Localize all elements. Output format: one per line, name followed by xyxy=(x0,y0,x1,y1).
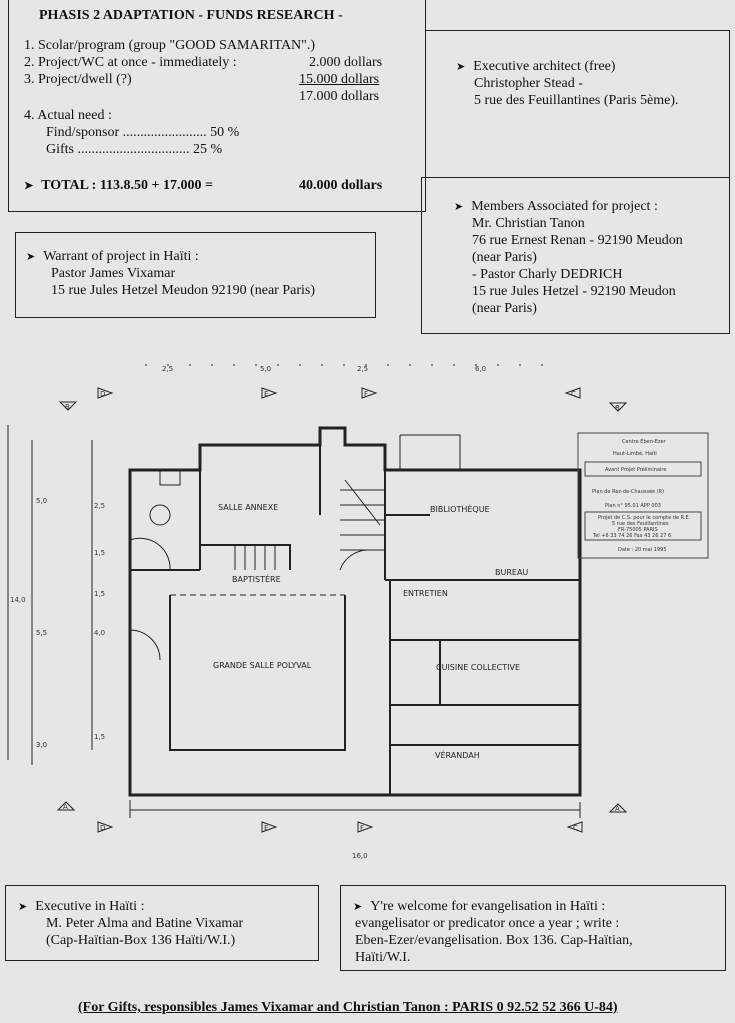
section-marker-label: C xyxy=(573,824,578,832)
titleblock-text: Plan n° 95.01 APP 003 xyxy=(605,503,661,509)
funds-total-value: 40.000 dollars xyxy=(299,178,383,193)
member-address-note: (near Paris) xyxy=(472,301,537,316)
arrow-bullet-icon: ➤ xyxy=(454,201,464,213)
titleblock-text: 5 rue des Feuillantines xyxy=(612,521,669,527)
warrant-title: Warrant of project in Haïti : xyxy=(43,249,199,264)
welcome-address: Eben-Ezer/evangelisation. Box 136. Cap-H… xyxy=(355,933,633,948)
dimension-label: 2,5 xyxy=(357,365,368,373)
titleblock-text: Avant Projet Préliminaire xyxy=(605,466,666,473)
section-marker-label: D xyxy=(100,390,105,398)
room-labels: SALLE ANNEXE BIBLIOTHÈQUE BAPTISTÈRE BUR… xyxy=(213,503,528,760)
architect-name: Christopher Stead - xyxy=(474,76,583,91)
section-marker-label: C xyxy=(571,390,576,398)
section-marker-label: F xyxy=(360,824,364,832)
funds-research-box: PHASIS 2 ADAPTATION - FUNDS RESEARCH - 1… xyxy=(8,0,426,212)
dimension-label: 1,5 xyxy=(94,549,105,557)
architect-title: Executive architect (free) xyxy=(473,59,616,74)
dimension-label: 3,0 xyxy=(36,741,47,749)
dimension-label: 5,5 xyxy=(36,629,47,637)
dimension-label: 5,0 xyxy=(260,365,271,373)
funds-item-4: 4. Actual need : xyxy=(24,108,112,123)
funds-item-1: 1. Scolar/program (group "GOOD SAMARITAN… xyxy=(24,38,316,53)
arrow-bullet-icon: ➤ xyxy=(456,61,466,73)
section-marker-label: D xyxy=(100,824,105,832)
room-entretien: ENTRETIEN xyxy=(403,589,448,598)
member-name: Mr. Christian Tanon xyxy=(472,216,585,231)
funds-need-gifts: Gifts ................................ 2… xyxy=(46,142,223,157)
arrow-bullet-icon: ➤ xyxy=(24,180,34,192)
room-bureau: BUREAU xyxy=(495,568,528,577)
member-name: - Pastor Charly DEDRICH xyxy=(472,267,623,282)
titleblock-text: Tel +6 33 74 26 Fax 43 26 27 6 xyxy=(592,533,671,539)
section-marker-label: E xyxy=(264,824,268,832)
footer-gifts-contact: (For Gifts, responsibles James Vixamar a… xyxy=(78,1000,618,1015)
room-salle-annexe: SALLE ANNEXE xyxy=(218,503,278,512)
section-markers xyxy=(56,387,628,833)
section-marker-label: A xyxy=(63,803,68,811)
executive-address: (Cap-Haïtian-Box 136 Haïti/W.I.) xyxy=(46,933,236,948)
funds-item-2-value: 2.000 dollars xyxy=(309,55,383,70)
section-marker-label: E xyxy=(264,390,268,398)
section-marker-label: B xyxy=(615,404,620,412)
members-box: ➤ Members Associated for project : Mr. Ch… xyxy=(421,177,730,334)
titleblock-text: Plan de Rez-de-Chaussée (R) xyxy=(592,488,664,495)
arrow-bullet-icon: ➤ xyxy=(18,901,28,913)
room-grande-salle: GRANDE SALLE POLYVAL xyxy=(213,661,312,670)
members-title: Members Associated for project : xyxy=(471,199,658,214)
funds-item-2: 2. Project/WC at once - immediately : xyxy=(24,55,237,70)
dimension-label: 16,0 xyxy=(352,852,368,860)
titleblock-text: Centre Eben-Ezer xyxy=(622,439,667,445)
room-bibliotheque: BIBLIOTHÈQUE xyxy=(430,503,490,514)
titleblock-text: Projet de C.S. pour le compte de R.E. xyxy=(598,515,691,521)
dimension-label: 2,5 xyxy=(162,365,173,373)
executive-haiti-box: ➤ Executive in Haïti : M. Peter Alma and … xyxy=(5,885,319,961)
executive-names: M. Peter Alma and Batine Vixamar xyxy=(46,916,244,931)
executive-title: Executive in Haïti : xyxy=(35,899,145,914)
section-marker-label: A xyxy=(615,805,620,813)
welcome-text: evangelisator or predicator once a year … xyxy=(355,916,620,931)
funds-total-label: TOTAL : 113.8.50 + 17.000 = xyxy=(41,178,214,193)
member-address-note: (near Paris) xyxy=(472,250,537,265)
titleblock-text: Haut-Limbé, Haïti xyxy=(613,450,657,457)
welcome-title: Y're welcome for evangelisation in Haïti… xyxy=(370,899,606,914)
arrow-bullet-icon: ➤ xyxy=(26,251,36,263)
funds-need-sponsor: Find/sponsor ........................ 50… xyxy=(46,125,240,140)
funds-item-3-value: 15.000 dollars xyxy=(299,72,380,87)
dimension-label: 1,5 xyxy=(94,590,105,598)
warrant-box: ➤ Warrant of project in Haïti : Pastor Ja… xyxy=(15,232,376,318)
funds-title: PHASIS 2 ADAPTATION - FUNDS RESEARCH - xyxy=(39,8,343,23)
dimension-label: 4,0 xyxy=(94,629,105,637)
warrant-name: Pastor James Vixamar xyxy=(51,266,176,281)
titleblock-text: Date : 20 mai 1995 xyxy=(618,547,666,553)
room-cuisine: CUISINE COLLECTIVE xyxy=(436,663,520,672)
funds-subtotal: 17.000 dollars xyxy=(299,89,380,104)
section-marker-label: B xyxy=(65,403,70,411)
dimension-label: 1,5 xyxy=(94,733,105,741)
funds-total-row: ➤ TOTAL : 113.8.50 + 17.000 = xyxy=(24,177,213,195)
funds-item-3: 3. Project/dwell (?) xyxy=(24,72,132,87)
dimension-label: 5,0 xyxy=(36,497,47,505)
dimensions: 2,5 5,0 2,5 6,0 5,0 2,5 1,5 1,5 4,0 1,5 … xyxy=(10,365,486,860)
title-block: Centre Eben-Ezer Haut-Limbé, Haïti Avant… xyxy=(577,432,709,559)
floor-plan: SALLE ANNEXE BIBLIOTHÈQUE BAPTISTÈRE BUR… xyxy=(7,364,709,860)
member-address: 76 rue Ernest Renan - 92190 Meudon xyxy=(472,233,683,248)
welcome-box: ➤ Y're welcome for evangelisation in Haït… xyxy=(340,885,726,971)
dimension-label: 2,5 xyxy=(94,502,105,510)
member-address: 15 rue Jules Hetzel - 92190 Meudon xyxy=(472,284,676,299)
dimension-label: 6,0 xyxy=(475,365,486,373)
architect-address: 5 rue des Feuillantines (Paris 5ème). xyxy=(474,93,679,108)
room-verandah: VÉRANDAH xyxy=(435,749,480,760)
warrant-address: 15 rue Jules Hetzel Meudon 92190 (near P… xyxy=(51,283,315,298)
dimension-label: 14,0 xyxy=(10,596,26,604)
arrow-bullet-icon: ➤ xyxy=(353,901,363,913)
titleblock-text: FR-75005 PARIS xyxy=(618,527,658,533)
section-marker-label: F xyxy=(364,390,368,398)
architect-box: ➤ Executive architect (free) Christopher … xyxy=(425,30,730,178)
welcome-address: Haïti/W.I. xyxy=(355,950,411,965)
room-baptistere: BAPTISTÈRE xyxy=(232,573,281,584)
